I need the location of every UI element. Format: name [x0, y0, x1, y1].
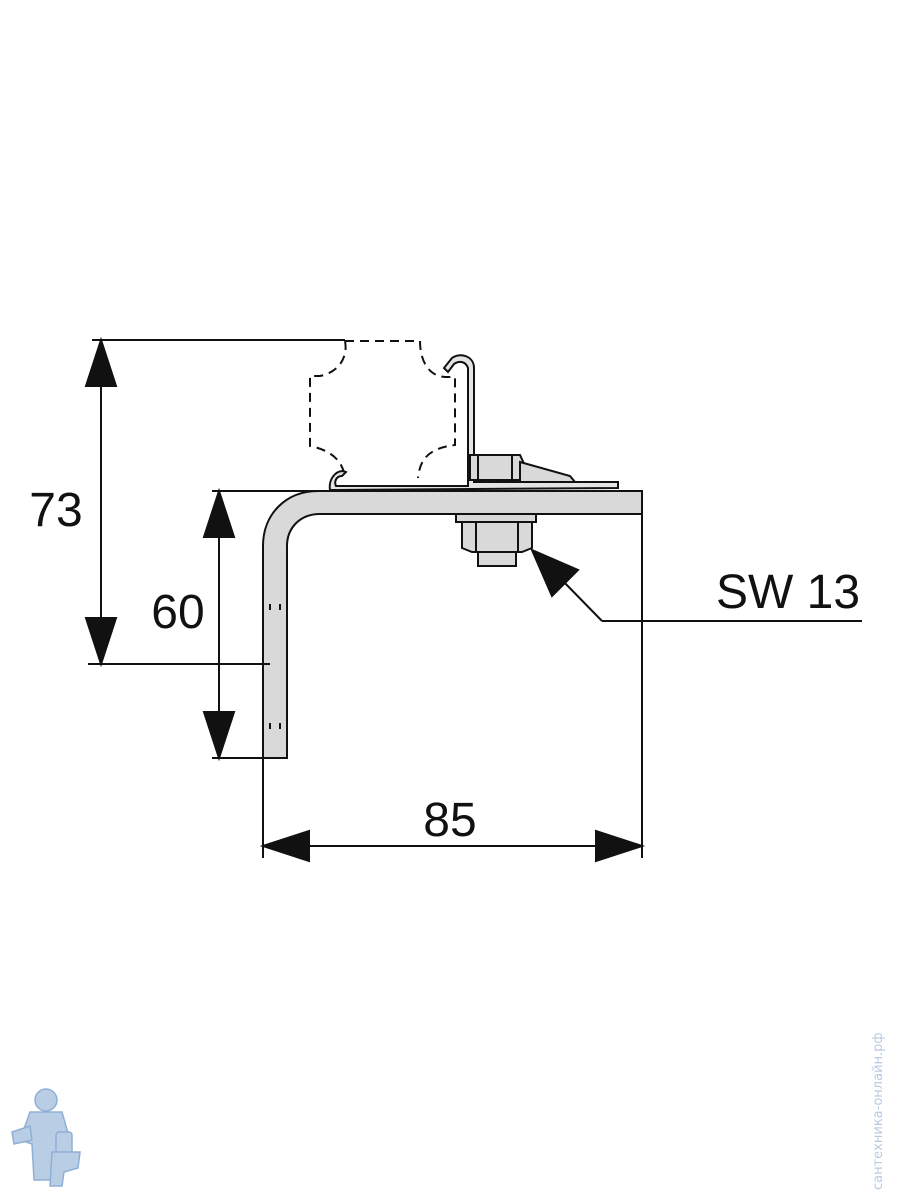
- rail-profile-dashed: [309, 340, 456, 479]
- wrench-size-label: SW 13: [716, 566, 860, 619]
- dimension-bracket-height: [202, 487, 318, 762]
- upper-nut: [469, 454, 578, 483]
- watermark-logo: [11, 1088, 81, 1187]
- wrench-size-leader: [530, 548, 862, 622]
- rail-clip: [328, 354, 619, 491]
- l-bracket: [262, 490, 643, 759]
- dimension-label-85: 85: [423, 794, 476, 847]
- dimension-width: [259, 514, 646, 863]
- watermark-text: сантехника-онлайн.рф: [871, 1032, 886, 1190]
- bracket-hidden-marks: [269, 604, 281, 729]
- lower-nut-bolt: [455, 513, 537, 567]
- dimension-total-height: [84, 336, 345, 668]
- dimension-label-73: 73: [29, 484, 82, 537]
- dimension-label-60: 60: [151, 586, 204, 639]
